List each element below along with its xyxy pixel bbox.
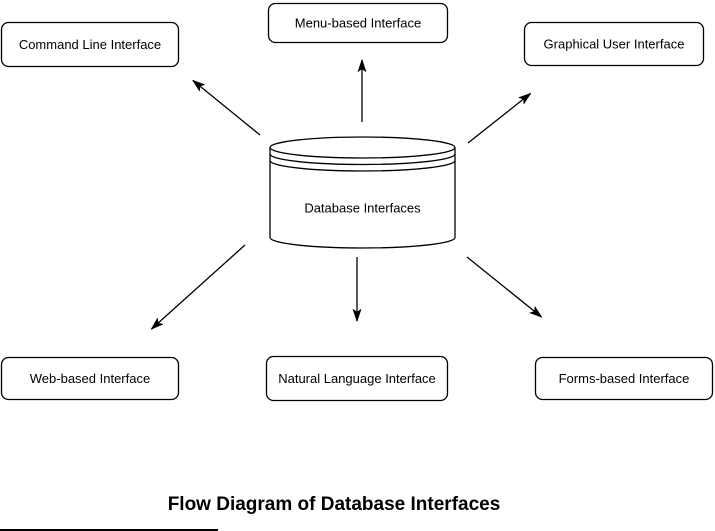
edge-to-forms-based[interactable] [466,256,543,318]
node-forms-based-box[interactable] [534,356,714,401]
database-cylinder-label: Database Interfaces [304,201,421,216]
node-natural-language-label: Natural Language Interface [278,371,436,386]
database-cylinder-node[interactable]: Database Interfaces [269,136,456,249]
node-command-line[interactable]: Command Line Interface [0,21,180,68]
node-forms-based[interactable]: Forms-based Interface [534,356,714,401]
node-menu-based[interactable]: Menu-based Interface [267,2,449,44]
node-graphical-user[interactable]: Graphical User Interface [523,21,705,67]
node-graphical-user-label: Graphical User Interface [544,37,685,52]
node-web-based-box[interactable] [0,356,180,401]
node-menu-based-box[interactable] [267,2,449,44]
node-command-line-box[interactable] [0,21,180,68]
edge-to-graphical-user[interactable] [467,92,532,144]
node-web-based-label: Web-based Interface [30,371,150,386]
diagram-title: Flow Diagram of Database Interfaces [168,494,501,515]
cylinder-body [269,136,456,249]
edge-to-web-based[interactable] [150,244,246,330]
edge-to-command-line[interactable] [192,79,261,136]
cylinder-disk-arcs [269,147,456,172]
node-command-line-label: Command Line Interface [19,37,161,52]
node-forms-based-label: Forms-based Interface [559,371,690,386]
node-natural-language[interactable]: Natural Language Interface [265,355,449,402]
node-graphical-user-box[interactable] [523,21,705,67]
node-web-based[interactable]: Web-based Interface [0,356,180,401]
node-natural-language-box[interactable] [265,355,449,402]
node-menu-based-label: Menu-based Interface [295,16,421,31]
